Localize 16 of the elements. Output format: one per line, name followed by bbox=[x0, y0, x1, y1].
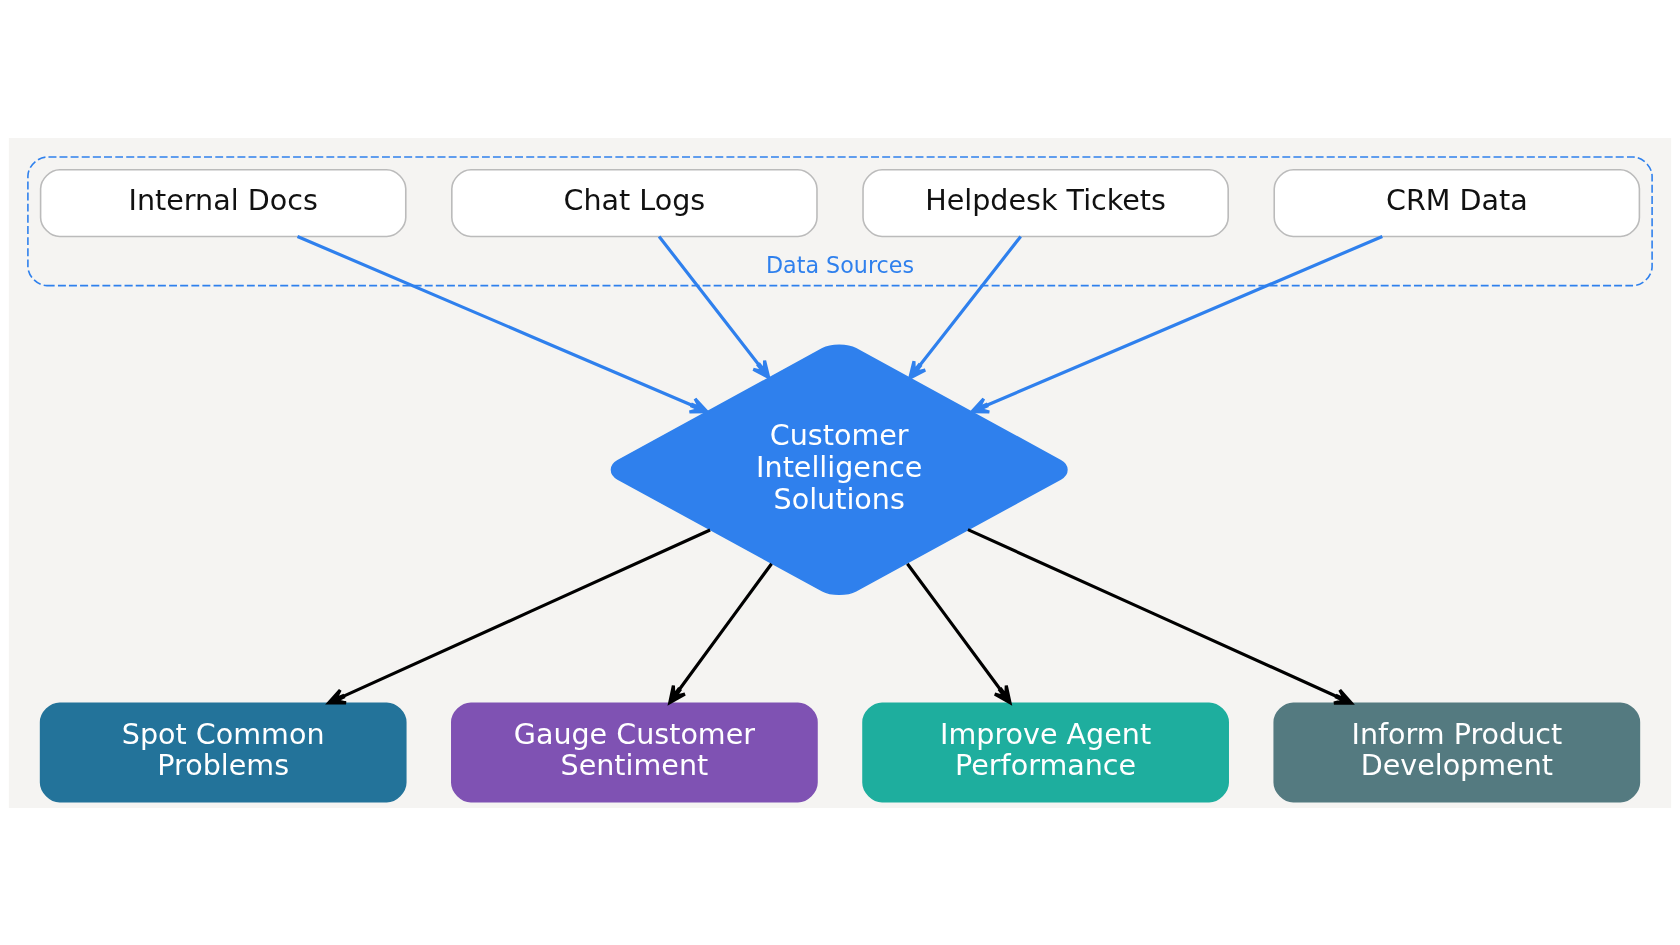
arrow bbox=[657, 235, 771, 379]
node-box: CRM Data bbox=[1273, 168, 1641, 237]
arrow bbox=[906, 562, 1012, 704]
node-box: Gauge Customer Sentiment bbox=[451, 701, 818, 802]
arrow bbox=[970, 234, 1383, 414]
node-box: Inform Product Development bbox=[1273, 701, 1641, 802]
node-box: Spot Common Problems bbox=[39, 701, 407, 802]
node-box: Chat Logs bbox=[451, 168, 818, 237]
arrow bbox=[668, 562, 773, 704]
arrow bbox=[296, 234, 709, 414]
arrow bbox=[967, 527, 1353, 705]
node-box: Helpdesk Tickets bbox=[862, 168, 1229, 237]
node-box: Internal Docs bbox=[39, 168, 407, 237]
arrow bbox=[908, 235, 1022, 380]
arrow bbox=[327, 528, 711, 705]
node-box: Improve Agent Performance bbox=[862, 701, 1229, 802]
